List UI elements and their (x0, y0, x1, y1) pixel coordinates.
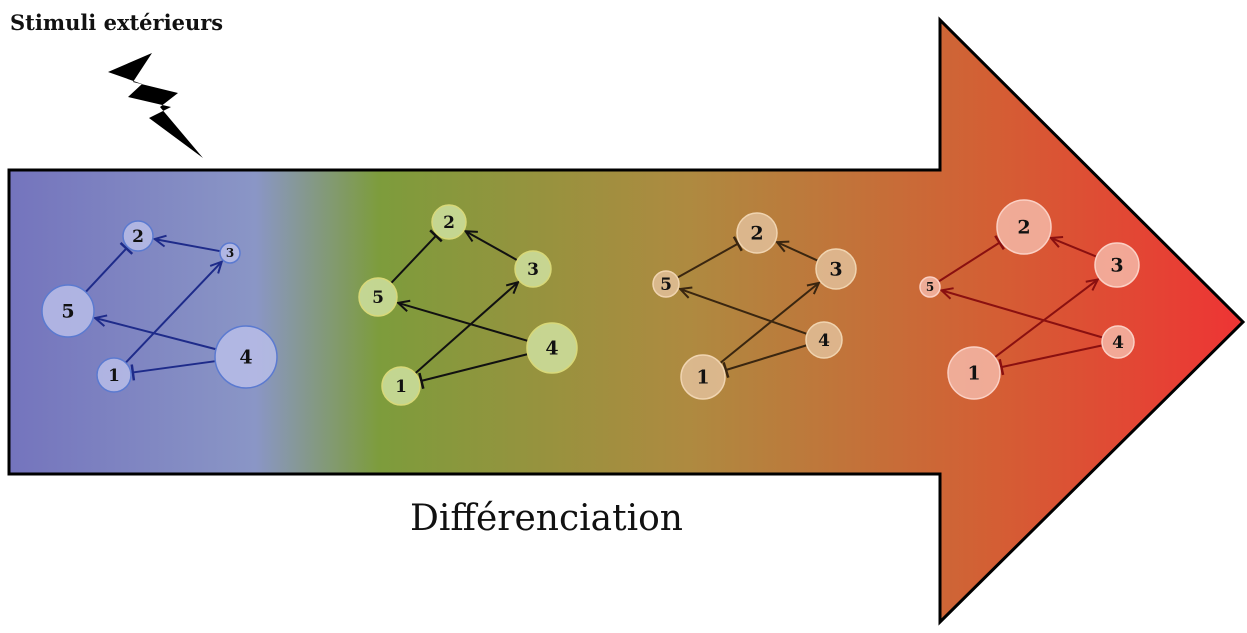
node-3: 3 (514, 250, 552, 288)
node-label-2: 2 (132, 227, 144, 247)
node-5: 5 (919, 276, 941, 298)
node-2: 2 (996, 199, 1052, 255)
edge-4-5-activate (939, 287, 1103, 339)
node-label-5: 5 (660, 275, 672, 295)
node-label-3: 3 (527, 260, 539, 280)
node-label-5: 5 (926, 280, 934, 294)
edge-4-1-inhibit (130, 360, 216, 381)
node-3: 3 (1094, 242, 1140, 288)
stage-3: 1 2 3 4 5 (652, 212, 857, 400)
stimuli-label: Stimuli extérieurs (10, 10, 224, 35)
stage-1: 1 2 3 4 5 (41, 220, 278, 393)
node-4: 4 (214, 325, 278, 389)
edge-1-3-activate (719, 281, 821, 364)
node-2: 2 (736, 212, 778, 254)
edge-5-2-inhibit (937, 235, 1005, 283)
differentiation-arrow (7, 16, 1246, 626)
node-4: 4 (1101, 325, 1135, 359)
node-label-5: 5 (61, 301, 74, 323)
edge-4-5-activate (92, 314, 217, 351)
node-label-4: 4 (1112, 333, 1124, 353)
node-2: 2 (431, 204, 467, 240)
edge-5-2-inhibit (85, 242, 134, 293)
stage-4: 1 2 3 4 5 (919, 199, 1140, 400)
differentiation-label: Différenciation (410, 498, 683, 539)
node-1: 1 (96, 357, 132, 393)
node-5: 5 (358, 277, 398, 317)
node-label-3: 3 (226, 246, 234, 260)
node-1: 1 (680, 354, 726, 400)
node-5: 5 (652, 270, 680, 298)
node-4: 4 (526, 322, 578, 374)
edge-4-1-inhibit (418, 353, 528, 389)
node-label-2: 2 (750, 223, 763, 245)
network-stages: 1 2 3 4 5 1 2 3 4 5 1 2 3 4 5 1 2 3 4 5 (41, 199, 1140, 406)
node-label-4: 4 (545, 338, 558, 360)
node-label-1: 1 (108, 366, 120, 386)
node-2: 2 (122, 220, 154, 252)
node-4: 4 (805, 321, 843, 359)
edge-1-3-activate (414, 280, 520, 375)
node-1: 1 (947, 346, 1001, 400)
node-5: 5 (41, 284, 95, 338)
edge-1-3-activate (124, 260, 224, 364)
node-label-3: 3 (829, 259, 842, 281)
edge-3-2-activate (463, 230, 518, 262)
node-1: 1 (381, 366, 421, 406)
node-label-3: 3 (1110, 255, 1123, 277)
node-label-2: 2 (1017, 217, 1030, 239)
edge-4-1-inhibit (998, 344, 1103, 376)
edge-4-1-inhibit (722, 344, 808, 378)
stage-2: 1 2 3 4 5 (358, 204, 578, 406)
node-3: 3 (219, 242, 241, 264)
node-label-4: 4 (239, 347, 252, 369)
lightning-bolt-icon (108, 53, 203, 158)
edge-3-2-activate (152, 234, 221, 253)
edge-4-5-activate (678, 286, 808, 335)
edge-3-2-activate (1048, 236, 1098, 258)
node-3: 3 (815, 248, 857, 290)
node-label-2: 2 (443, 213, 455, 233)
edge-3-2-activate (774, 240, 819, 262)
edge-1-3-activate (994, 278, 1100, 359)
edge-5-2-inhibit (390, 229, 443, 284)
node-label-1: 1 (395, 377, 407, 397)
node-label-4: 4 (818, 331, 830, 351)
edge-5-2-inhibit (676, 236, 743, 279)
edge-4-5-activate (396, 299, 529, 342)
node-label-5: 5 (372, 288, 384, 308)
node-label-1: 1 (696, 367, 709, 389)
node-label-1: 1 (967, 363, 980, 385)
